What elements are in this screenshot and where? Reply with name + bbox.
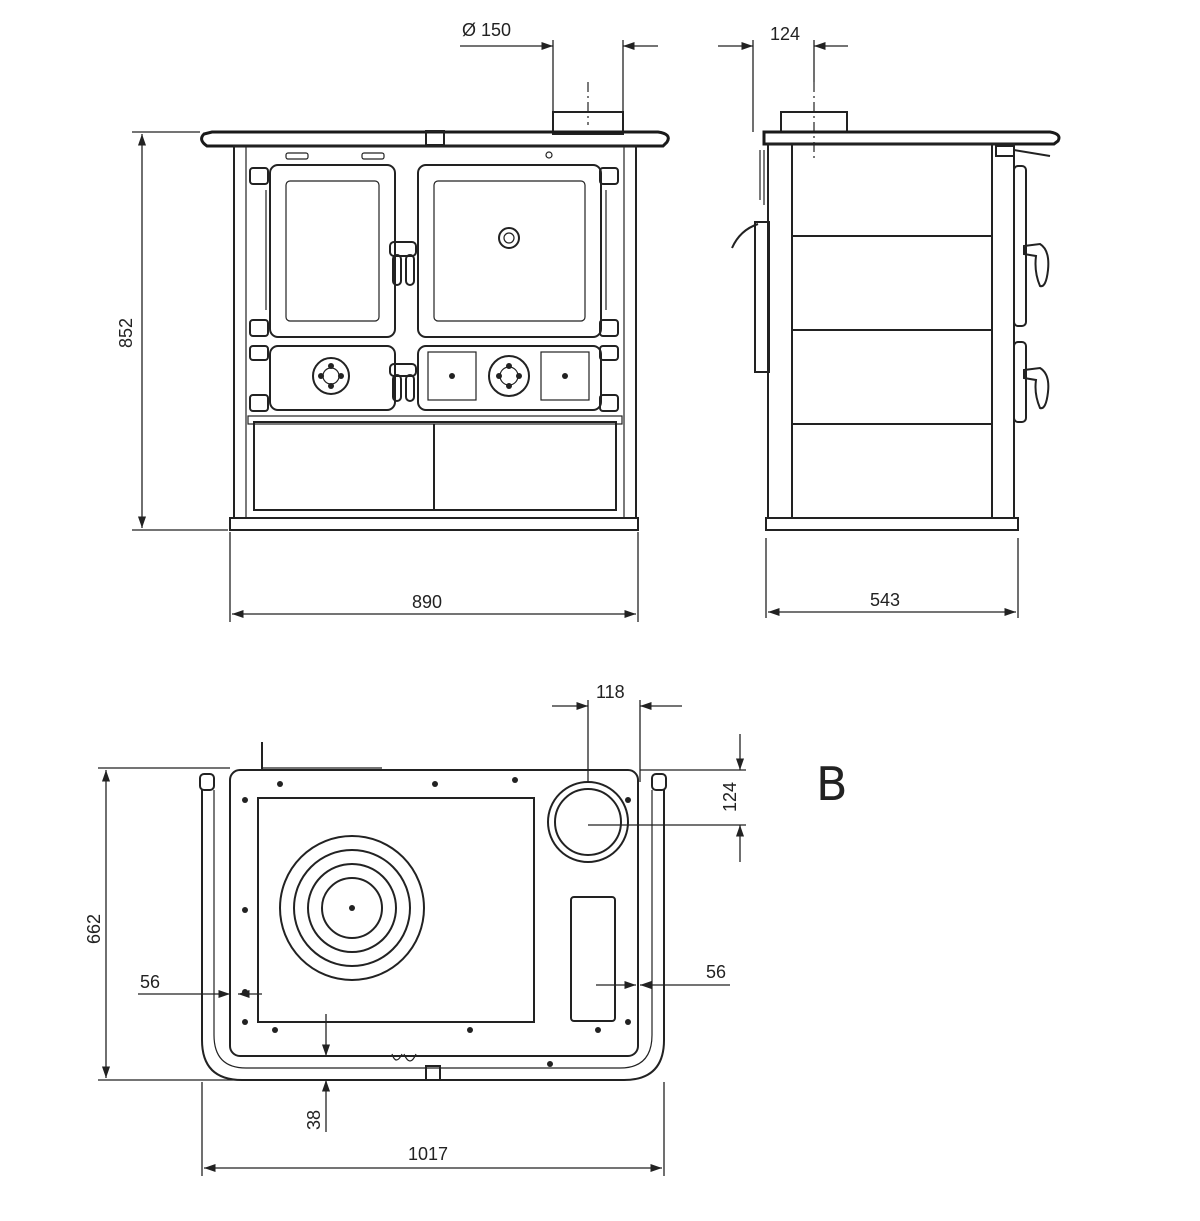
top-right-margin-label: 56 — [706, 962, 726, 982]
side-flue-offset-label: 124 — [770, 24, 800, 44]
top-flue-offset-label: 124 — [720, 782, 740, 812]
front-air-vent-left — [312, 357, 350, 395]
front-left-door — [269, 164, 396, 338]
top-view — [199, 742, 667, 1081]
front-door-handles — [389, 241, 417, 402]
front-flue-diameter-label: Ø 150 — [462, 20, 511, 40]
top-flue-diameter-label: 118 — [596, 682, 625, 702]
top-front-margin-label: 38 — [304, 1110, 324, 1130]
top-depth-label: 662 — [84, 914, 104, 944]
side-view — [731, 82, 1061, 531]
top-hob-rings — [279, 835, 425, 981]
front-firebox-door — [269, 345, 396, 411]
front-height-label: 852 — [116, 318, 136, 348]
front-oven-door — [417, 164, 602, 338]
front-cooktop — [200, 130, 670, 148]
top-left-margin-label: 56 — [140, 972, 160, 992]
front-width-label: 890 — [412, 592, 442, 612]
dimension-lines — [98, 40, 1019, 1176]
front-air-vent-right — [488, 355, 530, 397]
front-lower-door — [417, 345, 602, 411]
side-handles — [1013, 165, 1050, 423]
front-view — [200, 82, 670, 531]
view-letter-label: B — [816, 757, 848, 811]
side-cooktop — [762, 130, 1061, 146]
top-towel-rail — [201, 790, 665, 1081]
top-screws — [242, 777, 631, 1067]
side-plinth — [765, 517, 1019, 531]
front-plinth — [229, 517, 639, 531]
top-flue-collar — [547, 781, 629, 863]
top-cooktop-plate — [229, 769, 639, 1057]
top-hotplate — [257, 797, 535, 1023]
oven-thermometer — [498, 227, 520, 249]
front-hinges — [249, 167, 619, 412]
side-depth-label: 543 — [870, 590, 900, 610]
top-reservoir-slot — [570, 896, 616, 1022]
top-overall-width-label: 1017 — [408, 1144, 448, 1164]
